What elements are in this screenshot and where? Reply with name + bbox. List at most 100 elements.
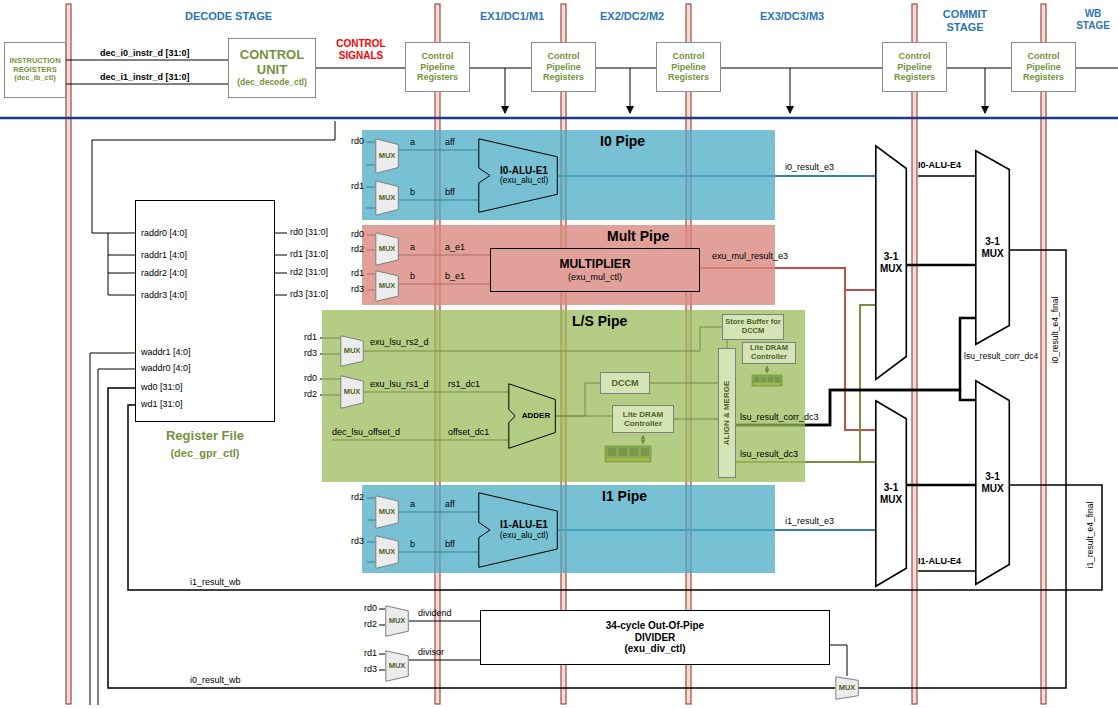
mux-symbol: MUX <box>375 495 399 529</box>
node-text: (exu_mul_ctl) <box>493 272 697 282</box>
node-text: MUX <box>341 347 363 356</box>
node-text: Store Buffer for DCCM <box>724 318 782 335</box>
signal-wire <box>830 645 847 676</box>
node-text: MULTIPLIER <box>493 258 697 272</box>
register-box: INSTRUCTION REGISTERS(dec_ib_ctl) <box>4 42 66 98</box>
text-wrap: Control Pipeline Registers <box>535 46 592 88</box>
signal-label: rd3 <box>364 664 377 675</box>
text-wrap: MUX <box>376 139 398 173</box>
control-unit-box: CONTROL UNIT(dec_decode_ctl) <box>228 38 316 98</box>
node-text: (exu_alu_ctl) <box>492 176 556 186</box>
node-text: MUX <box>376 282 398 291</box>
stage-label: EX2/DC2/M2 <box>600 10 664 23</box>
signal-label: rd2 [31:0] <box>290 267 328 278</box>
text-wrap: MUX <box>836 677 858 699</box>
text-wrap: MUX <box>376 496 398 528</box>
node-text: L/S Pipe <box>572 313 627 329</box>
signal-wire <box>907 264 975 267</box>
memory-block: Lite DRAM Controller <box>612 405 674 433</box>
register-file: raddr0 [4:0]raddr1 [4:0]raddr2 [4:0]radd… <box>135 200 275 422</box>
node-text: MUX <box>386 617 408 626</box>
node-text: I1 Pipe <box>602 488 647 504</box>
node-text: MUX <box>341 388 363 397</box>
pipe-band: L/S PipeMUX MUX ADDER DCCM Lite DRAM Control… <box>322 310 805 482</box>
node-text: I0-ALU-E1 <box>492 165 556 177</box>
mux-symbol: MUX <box>385 650 409 682</box>
div-mux-inputs <box>379 609 385 670</box>
read-port-stubs <box>275 233 287 295</box>
outline-shape <box>341 376 364 409</box>
node-text: ALIGN & MERGE <box>722 381 731 445</box>
signal-wire <box>907 484 975 487</box>
signal-label: rd1 <box>364 648 377 659</box>
text-wrap: I1-ALU-E1(exu_alu_ctl) <box>492 494 556 566</box>
align-merge-box: ALIGN & MERGE <box>718 348 736 478</box>
text-wrap: 3-1 MUX <box>977 382 1008 583</box>
wire-label: dec_i1_instr_d [31:0] <box>100 72 190 83</box>
node-text: Control Pipeline Registers <box>1015 51 1072 82</box>
outline-shape <box>376 536 399 569</box>
signal-wire <box>409 621 480 622</box>
text-wrap: Control Pipeline Registers <box>886 46 943 88</box>
text-wrap: Store Buffer for DCCM <box>724 316 782 338</box>
signal-label: rd0 <box>364 603 377 614</box>
select-mux: 3-1 MUX <box>975 150 1010 345</box>
signal-label: i0_result_e4_final <box>1050 297 1060 364</box>
node-text: DCCM <box>602 378 648 388</box>
outline-shape <box>376 139 399 174</box>
signal-label: rd1 [31:0] <box>290 249 328 260</box>
node-text: MUX <box>376 548 398 557</box>
outline-shape <box>976 381 1010 585</box>
node-text: MUX <box>376 194 398 203</box>
outline-shape <box>376 181 399 216</box>
node-text: (dec_decode_ctl) <box>232 78 312 88</box>
node-text: I0 Pipe <box>600 133 645 149</box>
outline-shape <box>876 401 907 587</box>
node-text: ADDER <box>518 411 554 420</box>
wire-label: CONTROL SIGNALS <box>333 38 389 62</box>
node-text: Control Pipeline Registers <box>660 51 717 82</box>
memory-block: Store Buffer for DCCM <box>722 314 784 340</box>
node-text: Mult Pipe <box>607 228 669 244</box>
node-text: wd1 [31:0] <box>141 399 183 409</box>
signal-label: rd0 <box>304 373 317 384</box>
wire-label: i1_result_e3 <box>785 516 834 527</box>
node-text: CONTROL UNIT <box>232 48 312 78</box>
outline-shape <box>376 496 399 529</box>
pipeline-bar <box>66 4 71 704</box>
stage-label: EX1/DC1/M1 <box>480 10 544 23</box>
stage-label: COMMIT STAGE <box>935 8 995 34</box>
text-wrap: 3-1 MUX <box>977 152 1008 343</box>
control-arrow <box>505 68 506 113</box>
node-text: INSTRUCTION REGISTERS <box>8 57 62 74</box>
select-mux: 3-1 MUX <box>875 145 907 380</box>
outline-shape <box>341 336 364 367</box>
outline-shape <box>386 651 409 682</box>
outline-shape <box>376 271 399 302</box>
node-text: MUX <box>376 508 398 517</box>
node-text: raddr3 [4:0] <box>141 290 187 300</box>
control-wire <box>1076 68 1118 69</box>
node-text: MUX <box>836 684 858 693</box>
select-mux: 3-1 MUX <box>975 380 1010 585</box>
pipeline-register-box: Control Pipeline Registers <box>405 42 470 92</box>
regfile-wires <box>90 121 335 705</box>
pipeline-register-box: Control Pipeline Registers <box>531 42 596 92</box>
node-text: MUX <box>376 152 398 161</box>
node-text: waddr0 [4:0] <box>141 363 191 373</box>
mux-input-wires <box>320 142 975 670</box>
wire-label: i0_result_wb <box>190 675 241 686</box>
signal-label: lsu_result_corr_dc4 <box>963 351 1039 361</box>
multiplier-box: MULTIPLIER(exu_mul_ctl) <box>490 248 700 292</box>
node-text: Lite DRAM Controller <box>614 410 672 428</box>
outline-shape <box>479 139 558 213</box>
signal-wire <box>470 68 531 69</box>
outline-shape <box>836 677 859 700</box>
node-text: (exu_div_ctl) <box>483 643 827 655</box>
mux-symbol: MUX <box>340 375 364 409</box>
outline-shape <box>376 233 399 265</box>
text-wrap: Control Pipeline Registers <box>409 46 466 88</box>
text-wrap: MUX <box>376 271 398 301</box>
text-wrap: MUX <box>341 336 363 366</box>
